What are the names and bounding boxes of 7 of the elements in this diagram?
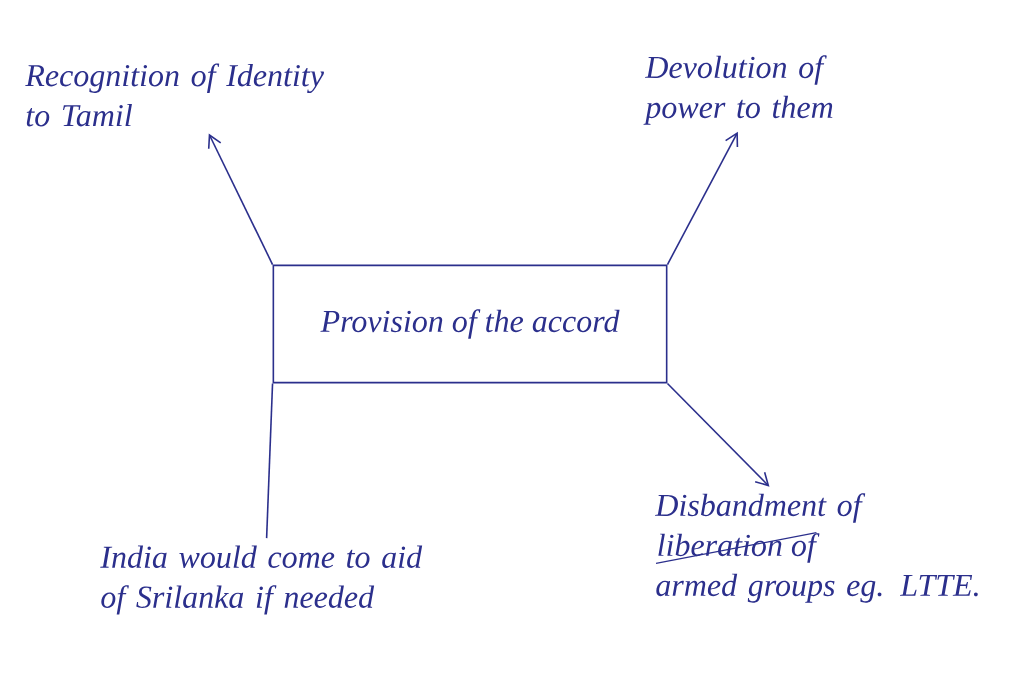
process-box: Provision of the accord xyxy=(272,264,668,384)
mind-map-text: Recognition of Identity to Tamil xyxy=(25,63,324,127)
arrow xyxy=(666,131,739,266)
mind-map-text: India would come to aid of Srilanka if needed xyxy=(100,545,423,615)
arrow xyxy=(207,133,274,266)
arrow xyxy=(666,382,770,487)
mind-map-text: Devolution of power to them xyxy=(643,55,833,125)
